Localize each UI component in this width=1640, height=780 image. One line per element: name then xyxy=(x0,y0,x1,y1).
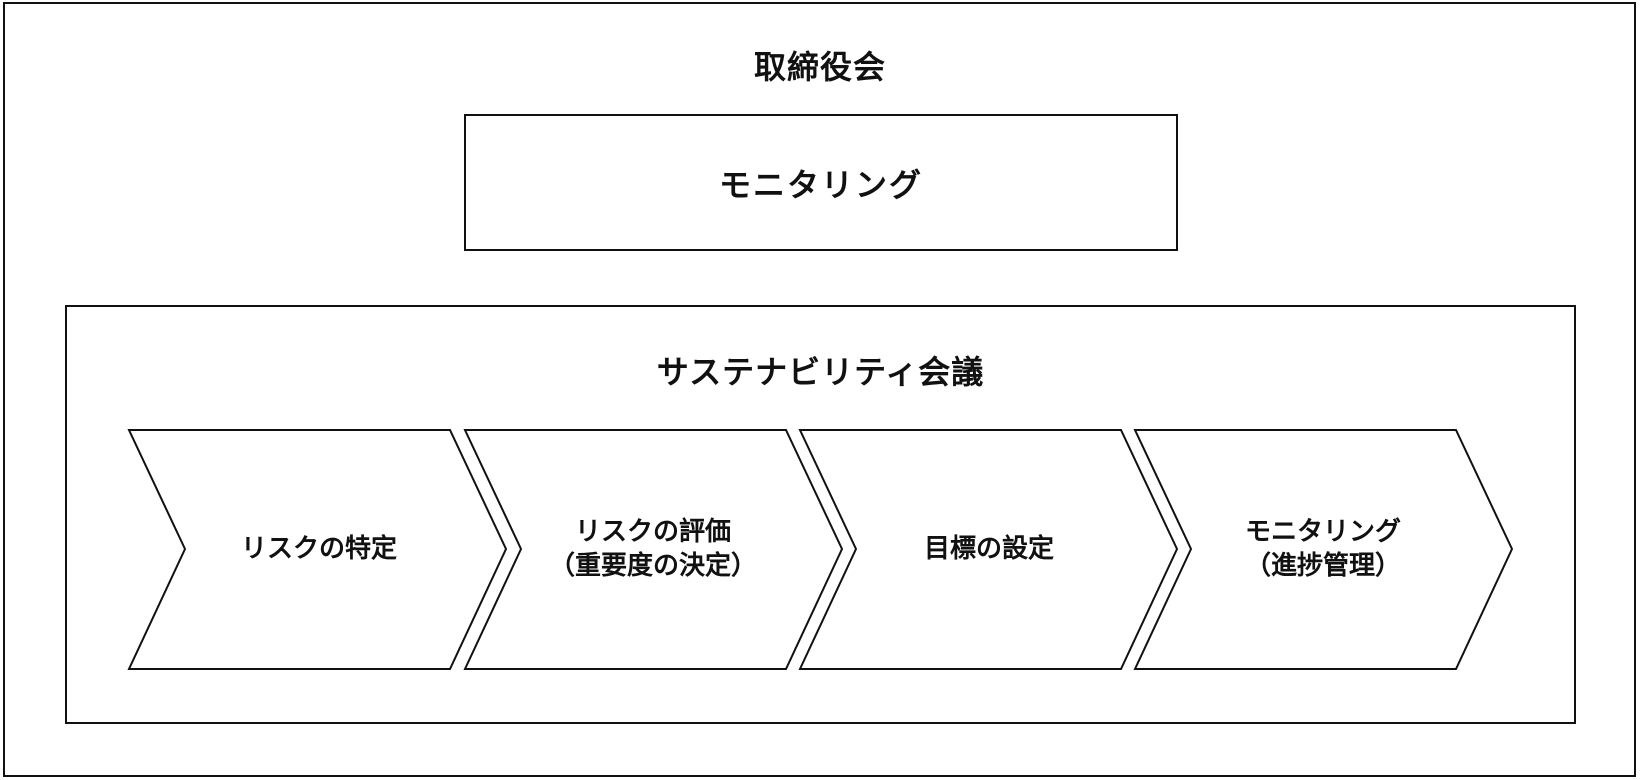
step-label-goal-setting: 目標の設定 xyxy=(923,534,1054,564)
board-title: 取締役会 xyxy=(753,48,886,86)
chevron-step-3 xyxy=(798,429,1179,670)
board-monitoring-box: モニタリング xyxy=(464,114,1178,251)
council-title: サステナビリティ会議 xyxy=(656,353,985,391)
chevron-step-2 xyxy=(463,429,844,670)
board-frame xyxy=(3,2,1636,777)
step-label-risk-identification: リスクの特定 xyxy=(240,534,397,564)
council-frame: サステナビリティ会議 xyxy=(65,305,1576,724)
chevron-step-4 xyxy=(1133,429,1514,670)
step-label-risk-assessment: リスクの評価 （重要度の決定） xyxy=(548,517,757,581)
board-monitoring-label: モニタリング xyxy=(718,165,923,204)
step-label-monitoring-progress: モニタリング （進捗管理） xyxy=(1244,517,1401,581)
chevron-step-1 xyxy=(127,429,508,670)
